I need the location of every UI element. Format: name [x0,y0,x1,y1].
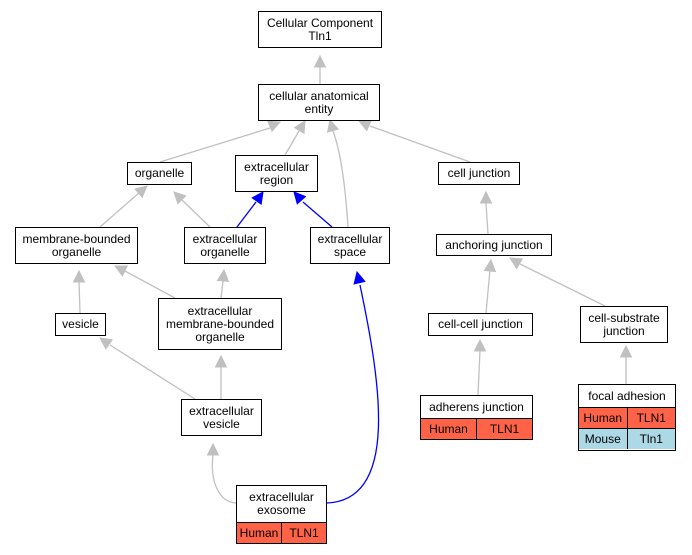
node-label-line: cellular anatomical [269,88,369,103]
node-anchoring-junction[interactable]: anchoring junction [436,234,552,256]
node-label-line: cell-cell junction [438,317,523,331]
node-label-line: membrane-bounded [165,316,275,331]
node-vesicle[interactable]: vesicle [55,313,106,336]
edge-ecs-to-ecr-arrowhead [293,191,307,205]
node-focal-adhesion[interactable]: focal adhesion Human TLN1 Mouse Tln1 [578,384,676,451]
edge-ecs-to-cae-arrowhead [326,118,340,133]
annotation-row: Mouse Tln1 [579,428,675,449]
node-label-line: space [333,244,367,259]
edge-eco-to-ecr-arrowhead [251,191,264,206]
edge-ecv-to-embo-arrowhead [214,354,228,368]
edge-embo-to-mbo-arrowhead [113,265,129,277]
edge-organelle-to-cae-arrowhead [266,120,282,133]
edge-ecv-to-vesicle-arrowhead [99,337,114,350]
edge-eco-to-organelle [181,199,211,228]
edge-embo-to-eco [220,280,224,299]
edge-ecv-to-vesicle [109,344,196,400]
edge-exosome-to-ecs-arrowhead [353,270,366,285]
node-label-line: cell junction [447,166,511,180]
node-label-line: cell-substrate [588,310,660,325]
species-cell: Human [579,408,627,428]
edge-exosome-to-ecs [326,284,380,504]
edge-eco-to-organelle-arrowhead [173,191,187,205]
gene-cell: TLN1 [476,419,532,439]
edge-vesicle-to-mbo-arrowhead [72,269,86,283]
node-label-line: focal adhesion [588,388,666,403]
edge-ccj-to-anchoring [485,269,491,314]
edge-exosome-to-ecv-arrowhead [206,442,220,456]
edge-mbo-to-organelle [99,191,141,228]
edge-organelle-to-cae [159,127,271,163]
species-cell: Mouse [579,429,627,449]
node-label-line: organelle [195,329,245,344]
node-label-line: Cellular Component [266,15,374,30]
node-label-line: region [259,172,294,187]
edge-ecs-to-ecr [302,201,333,228]
node-label-line: junction [603,323,645,338]
edge-exosome-to-ecv [211,454,237,504]
node-label-line: anchoring junction [445,237,543,252]
edge-ecs-to-cae [332,130,349,228]
edge-embo-to-eco-arrowhead [216,268,230,283]
edge-csj-to-anchoring-arrowhead [509,257,524,270]
node-label-line: exosome [257,503,306,517]
node-label-line: vesicle [62,317,99,331]
node-label-line: organelle [134,166,185,180]
node-label-line: entity [304,101,334,116]
edge-csj-to-anchoring [519,263,606,307]
edge-ecr-to-cae-arrowhead [293,120,306,135]
node-label-line: extracellular [244,159,309,174]
node-label-line: Tln1 [308,28,332,43]
edge-anchoring-to-celljunction [485,202,489,235]
node-adherens-junction[interactable]: adherens junction Human TLN1 [420,395,533,440]
edge-eco-to-ecr [236,201,257,228]
edge-ccj-to-anchoring-arrowhead [483,258,497,273]
node-label-line: extracellular [189,403,254,418]
edge-cae-to-root-arrowhead [313,54,327,68]
edge-celljunction-to-cae-arrowhead [357,120,373,132]
edge-anchoring-to-celljunction-arrowhead [479,190,493,204]
edge-adherens-to-ccj-arrowhead [473,338,487,352]
node-organelle[interactable]: organelle [127,162,192,185]
node-label-line: adherens junction [429,399,524,414]
node-label-line: organelle [200,244,250,259]
edge-ecr-to-cae [284,130,300,156]
edge-embo-to-mbo [124,270,176,299]
edge-celljunction-to-cae [369,125,471,163]
node-label-line: membrane-bounded [22,231,131,246]
node-label-line: extracellular [192,231,258,246]
species-cell: Human [237,523,281,543]
node-label-line: organelle [51,244,102,259]
node-label-line: extracellular [249,490,314,504]
edge-vesicle-to-mbo [78,280,81,314]
node-label-line: extracellular [187,303,253,318]
gene-cell: TLN1 [626,408,675,428]
edge-adherens-to-ccj [477,349,481,396]
node-label-line: vesicle [203,416,240,431]
edge-mbo-to-organelle-arrowhead [134,185,148,199]
annotation-row: Human TLN1 [237,522,326,543]
node-cell-cell-junction[interactable]: cell-cell junction [428,313,533,336]
node-label-line: extracellular [317,231,383,246]
gene-cell: TLN1 [281,523,326,543]
node-cell-junction[interactable]: cell junction [438,162,520,185]
annotation-row: Human TLN1 [579,407,675,428]
species-cell: Human [421,419,476,439]
gene-cell: Tln1 [626,429,675,449]
annotation-row: Human TLN1 [421,418,532,439]
edge-focal-to-csj-arrowhead [619,344,633,358]
